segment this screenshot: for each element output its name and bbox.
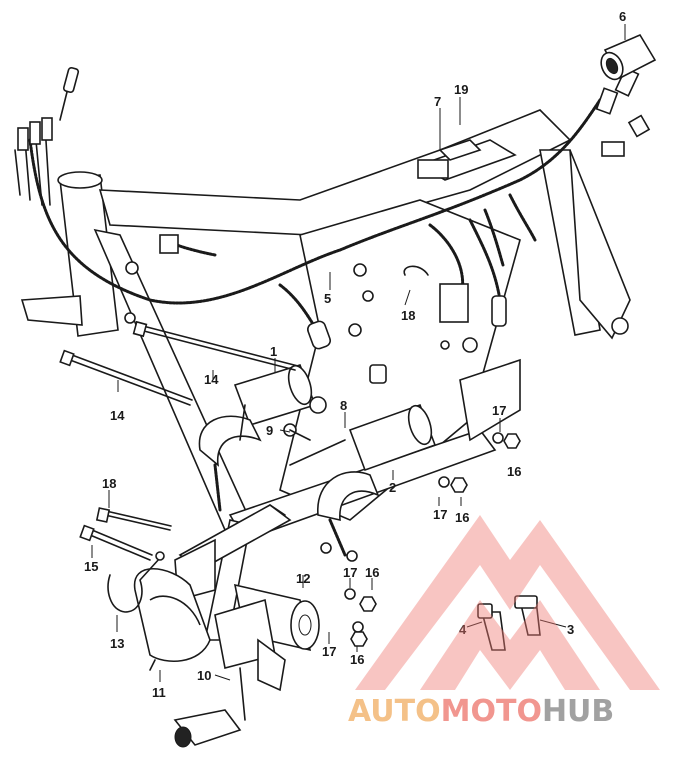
mounting-bolts-14 [59,320,299,406]
callout-17-relay-lower: 17 [322,644,336,659]
callout-16-frame-lower: 16 [455,510,469,525]
callout-16-frame-right: 16 [507,464,521,479]
callout-18-bolt: 18 [102,476,116,491]
watermark-triangle-icon [355,515,660,690]
callout-4: 4 [459,622,467,637]
callout-15: 15 [84,559,98,574]
callout-2: 2 [389,480,396,495]
nuts-and-washers [344,432,521,647]
watermark-moto: MOTO [441,694,542,729]
ignition-coil-1 [198,364,327,512]
watermark-auto: AUTO [348,694,441,729]
bolts-15-18 [79,507,172,561]
callout-8: 8 [340,398,347,413]
starter-relay-12 [173,583,320,748]
callout-14-upper: 14 [204,372,219,387]
wire-cover-cap [600,33,657,81]
ignition-coil-2 [289,403,437,562]
callout-11: 11 [152,685,166,700]
callout-3: 3 [567,622,574,637]
horn-11 [133,567,211,671]
callout-18-top: 18 [401,308,415,323]
callout-numbers: 6 19 7 5 18 1 14 14 9 8 17 16 2 17 16 18… [84,9,626,700]
callout-5: 5 [324,291,331,306]
regulator-bracket [417,139,517,181]
callout-12: 12 [296,571,310,586]
callout-16-relay-upper: 16 [365,565,379,580]
horn-bracket [174,504,292,602]
watermark-logo: AUTOMOTOHUB [348,515,660,729]
wiring-harness [14,66,651,350]
callout-10: 10 [197,668,211,683]
callout-19: 19 [454,82,468,97]
callout-17-frame-right: 17 [492,403,506,418]
callout-17-frame-lower: 17 [433,507,447,522]
clip-13 [107,551,165,613]
callout-9: 9 [266,423,273,438]
callout-6: 6 [619,9,626,24]
callout-7-top: 7 [434,94,441,109]
watermark-hub: HUB [542,694,614,729]
callout-16-relay-lower: 16 [350,652,364,667]
svg-text:AUTOMOTOHUB: AUTOMOTOHUB [348,694,614,729]
fuse-holders [477,595,541,651]
callout-17-relay-upper: 17 [343,565,357,580]
callout-1: 1 [270,344,277,359]
leader-lines [91,24,626,682]
callout-14-lower: 14 [110,408,125,423]
callout-13: 13 [110,636,124,651]
